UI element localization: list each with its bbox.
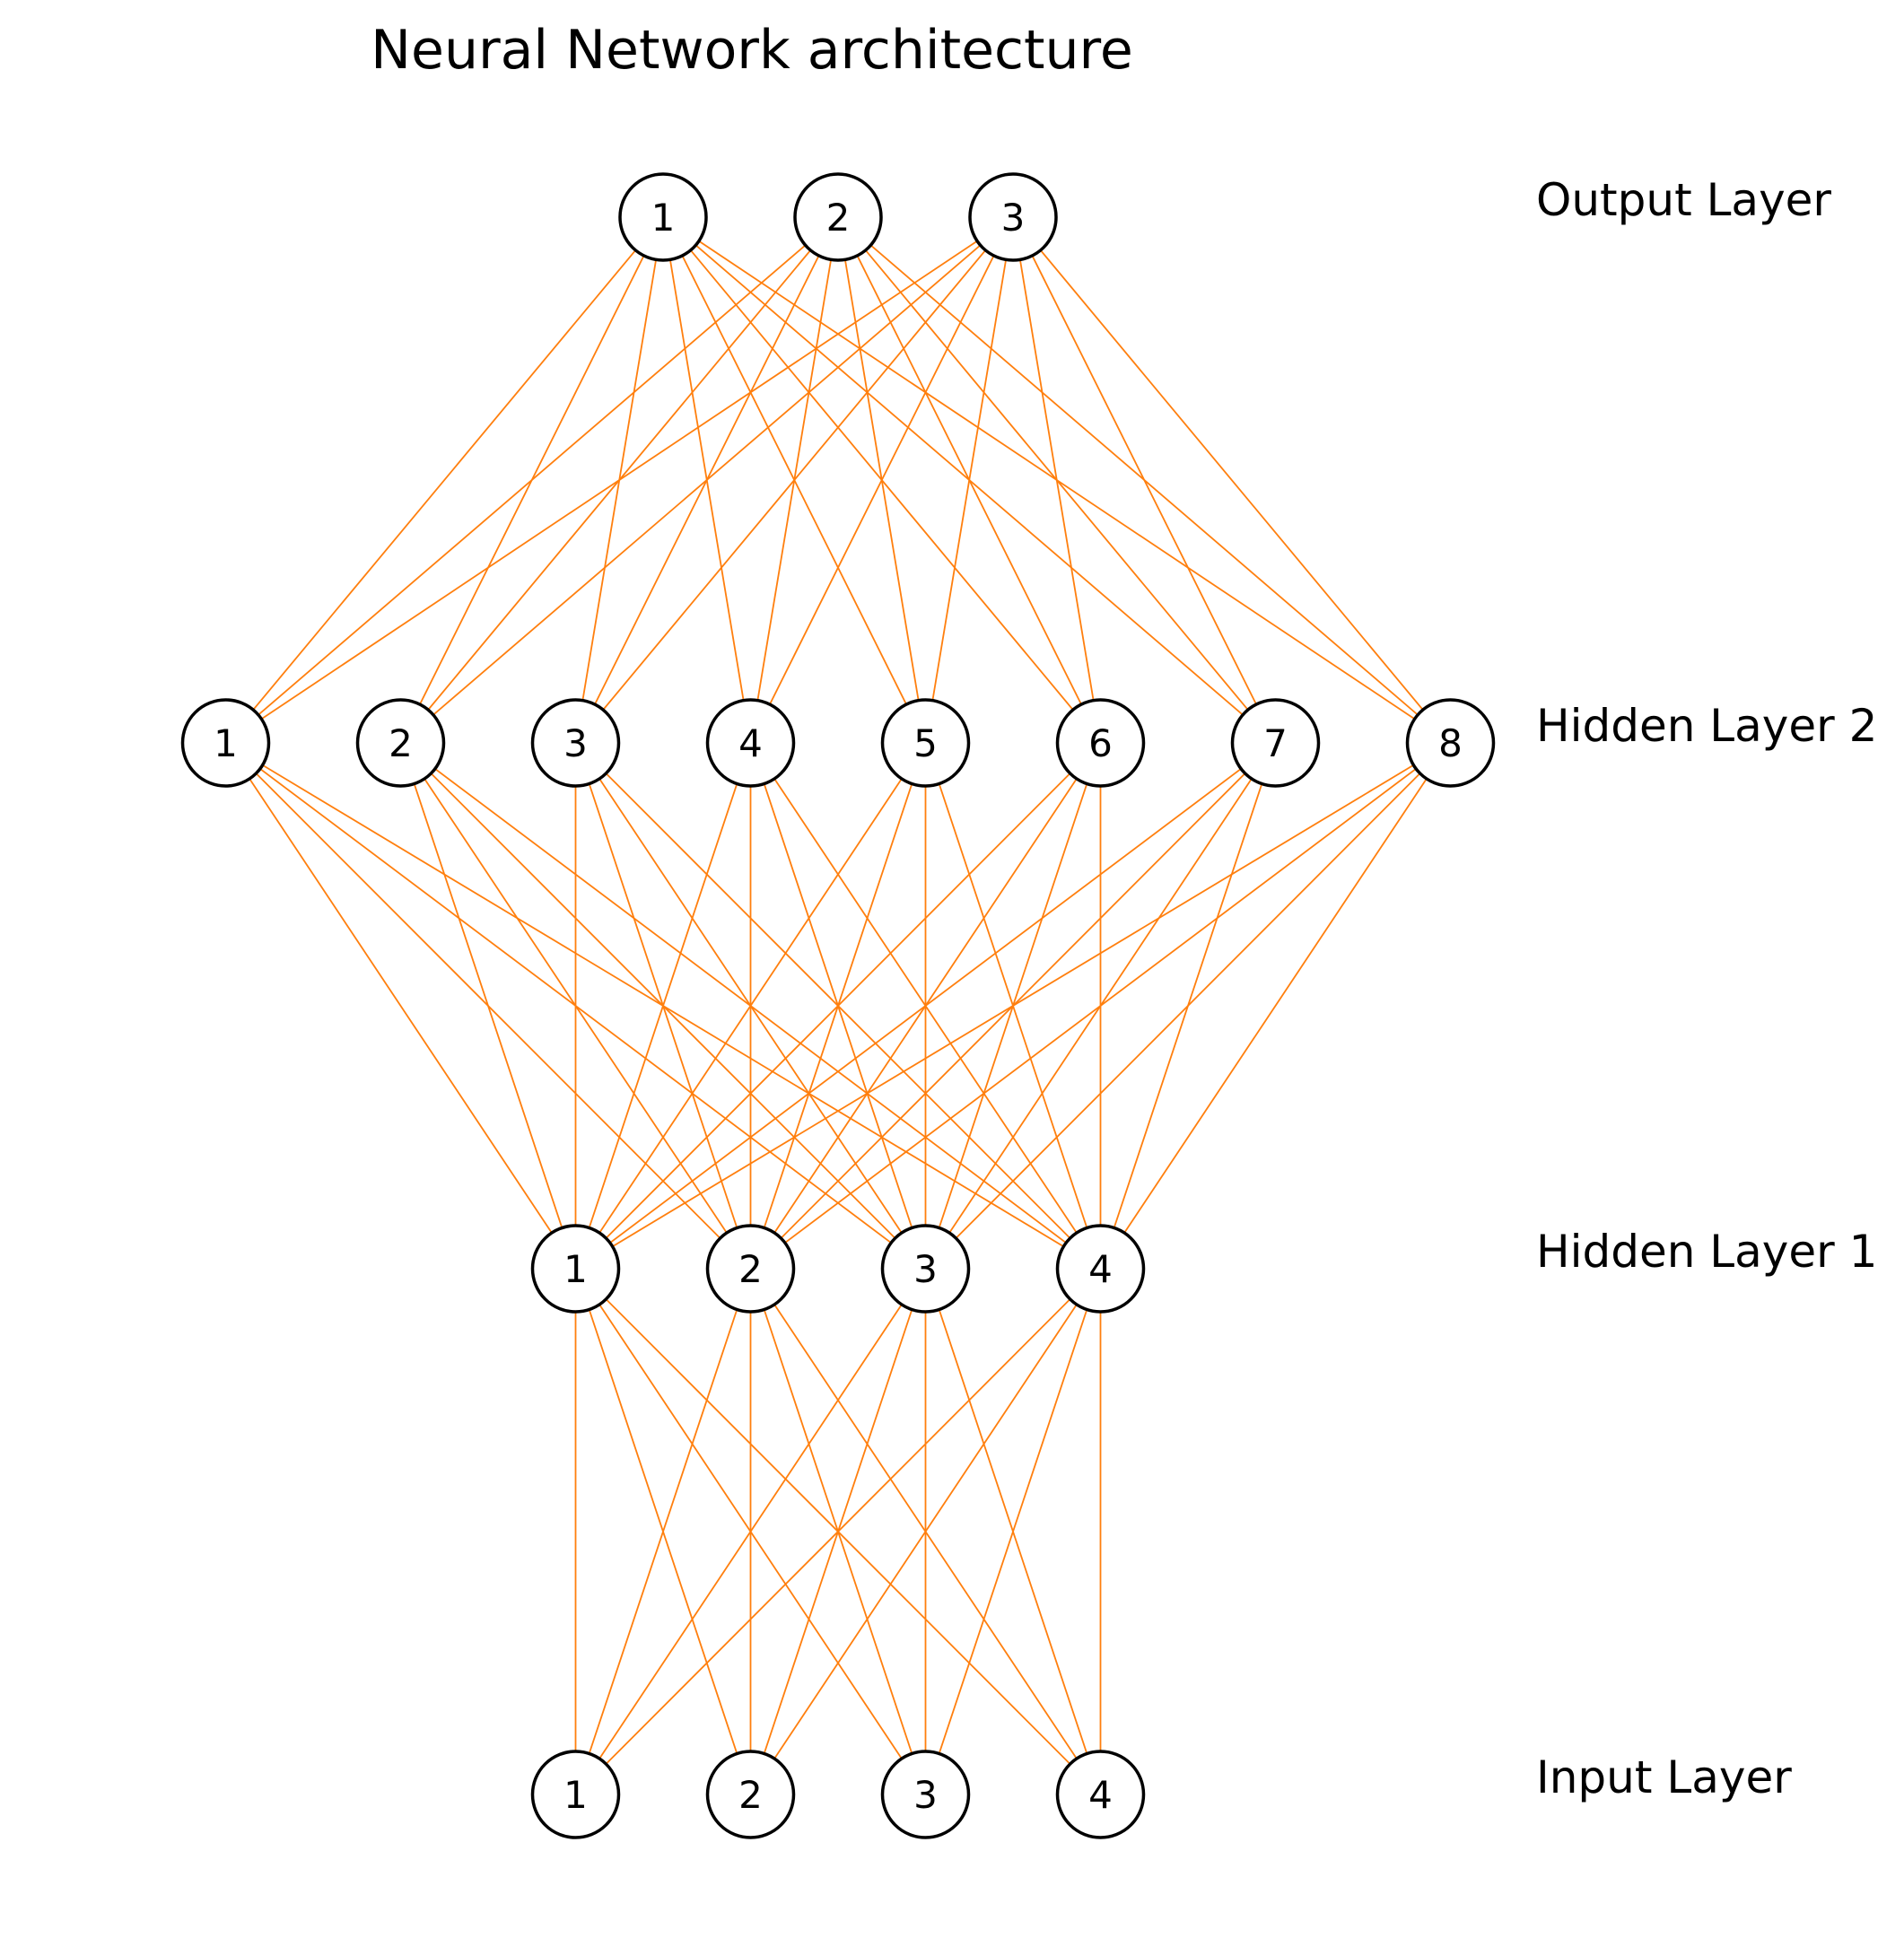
neuron-label: 6 — [1088, 721, 1113, 765]
hidden-layer-2-node-8: 8 — [1405, 698, 1496, 788]
layer-label-hidden-layer-2: Hidden Layer 2 — [1536, 700, 1877, 752]
connection-hidden-layer-1-3-to-hidden-layer-2-1 — [224, 742, 927, 1270]
input-layer-node-2: 2 — [705, 1750, 796, 1839]
neuron-label: 2 — [738, 1247, 763, 1291]
connection-hidden-layer-1-1-to-hidden-layer-2-1 — [224, 742, 577, 1270]
diagram-title: Neural Network architecture — [371, 19, 1133, 82]
neuron-circle — [1055, 1224, 1146, 1314]
neuron-label: 4 — [1088, 1247, 1113, 1291]
connection-hidden-layer-2-8-to-output-layer-1 — [662, 216, 1451, 744]
neuron-circle — [618, 172, 708, 262]
neuron-circle — [880, 698, 971, 788]
connection-input-layer-3-to-hidden-layer-1-1 — [574, 1268, 927, 1795]
connection-hidden-layer-1-4-to-hidden-layer-2-4 — [749, 742, 1102, 1270]
neuron-label: 3 — [563, 721, 588, 765]
connection-hidden-layer-2-8-to-output-layer-3 — [1012, 216, 1452, 744]
hidden-layer-2-node-2: 2 — [355, 698, 446, 788]
neuron-circle — [530, 1750, 621, 1839]
connections — [224, 216, 1452, 1795]
neuron-circle — [530, 1224, 621, 1314]
input-layer-node-4: 4 — [1055, 1750, 1146, 1839]
connection-hidden-layer-1-4-to-hidden-layer-2-8 — [1099, 742, 1452, 1270]
neuron-circle — [705, 1224, 796, 1314]
connection-hidden-layer-1-4-to-hidden-layer-2-5 — [924, 742, 1102, 1270]
neuron-circle — [1405, 698, 1496, 788]
layer-label-hidden-layer-1: Hidden Layer 1 — [1536, 1226, 1877, 1278]
connection-hidden-layer-2-6-to-output-layer-1 — [662, 216, 1102, 744]
neuron-label: 1 — [651, 196, 676, 240]
neuron-label: 4 — [1088, 1773, 1113, 1817]
connection-hidden-layer-2-7-to-output-layer-1 — [662, 216, 1277, 744]
connection-hidden-layer-1-4-to-hidden-layer-2-2 — [399, 742, 1102, 1270]
connection-hidden-layer-2-8-to-output-layer-2 — [837, 216, 1452, 744]
connection-hidden-layer-1-2-to-hidden-layer-2-1 — [224, 742, 752, 1270]
neuron-circle — [705, 1750, 796, 1839]
neuron-circle — [530, 698, 621, 788]
hidden-layer-1-node-2: 2 — [705, 1224, 796, 1314]
output-layer-node-3: 3 — [968, 172, 1058, 262]
hidden-layer-1-node-4: 4 — [1055, 1224, 1146, 1314]
layer-label-input-layer: Input Layer — [1536, 1751, 1792, 1803]
output-layer-node-1: 1 — [618, 172, 708, 262]
connection-hidden-layer-1-4-to-hidden-layer-2-3 — [574, 742, 1102, 1270]
neuron-circle — [1055, 698, 1146, 788]
layer-labels: Input Layer Hidden Layer 1 Hidden Layer 2 O… — [1536, 174, 1877, 1803]
connection-hidden-layer-1-4-to-hidden-layer-2-1 — [225, 742, 1101, 1270]
neuron-circle — [880, 1224, 971, 1314]
hidden-layer-2-node-5: 5 — [880, 698, 971, 788]
connection-hidden-layer-2-1-to-output-layer-1 — [224, 216, 664, 744]
connection-input-layer-4-to-hidden-layer-1-1 — [574, 1268, 1102, 1795]
connection-hidden-layer-2-4-to-output-layer-1 — [662, 216, 752, 744]
neuron-label: 4 — [738, 721, 763, 765]
hidden-layer-1-node-3: 3 — [880, 1224, 971, 1314]
output-layer-node-2: 2 — [793, 172, 883, 262]
hidden-layer-2-node-3: 3 — [530, 698, 621, 788]
neuron-label: 2 — [389, 721, 413, 765]
connection-hidden-layer-1-4-to-hidden-layer-2-7 — [1099, 742, 1277, 1270]
neuron-circle — [1055, 1750, 1146, 1839]
neuron-circle — [180, 698, 271, 788]
hidden-layer-2-node-4: 4 — [705, 698, 796, 788]
neuron-label: 7 — [1263, 721, 1288, 765]
neuron-label: 2 — [826, 196, 851, 240]
neuron-label: 3 — [913, 1773, 938, 1817]
hidden-layer-2-node-6: 6 — [1055, 698, 1146, 788]
neuron-label: 1 — [214, 721, 238, 765]
neuron-circle — [355, 698, 446, 788]
connection-input-layer-2-to-hidden-layer-1-1 — [574, 1268, 752, 1795]
connection-hidden-layer-2-5-to-output-layer-1 — [662, 216, 927, 744]
hidden-layer-2-node-7: 7 — [1230, 698, 1321, 788]
input-layer-node-1: 1 — [530, 1750, 621, 1839]
connection-hidden-layer-2-2-to-output-layer-1 — [399, 216, 664, 744]
connection-hidden-layer-2-3-to-output-layer-1 — [574, 216, 664, 744]
connection-input-layer-4-to-hidden-layer-1-3 — [924, 1268, 1102, 1795]
neuron-circle — [793, 172, 883, 262]
neuron-circle — [968, 172, 1058, 262]
neuron-label: 1 — [563, 1247, 588, 1291]
neuron-label: 5 — [913, 721, 938, 765]
hidden-layer-1-node-1: 1 — [530, 1224, 621, 1314]
neuron-circle — [705, 698, 796, 788]
input-layer-node-3: 3 — [880, 1750, 971, 1839]
neuron-label: 2 — [738, 1773, 763, 1817]
neuron-label: 1 — [563, 1773, 588, 1817]
neuron-circle — [880, 1750, 971, 1839]
neuron-label: 3 — [913, 1247, 938, 1291]
neuron-label: 8 — [1438, 721, 1463, 765]
neurons: 1 2 3 4 1 2 3 4 1 2 3 4 5 6 7 8 1 2 3 — [180, 172, 1496, 1839]
neuron-circle — [1230, 698, 1321, 788]
layer-label-output-layer: Output Layer — [1536, 174, 1831, 226]
connection-input-layer-4-to-hidden-layer-1-2 — [749, 1268, 1102, 1795]
hidden-layer-2-node-1: 1 — [180, 698, 271, 788]
neuron-label: 3 — [1001, 196, 1026, 240]
